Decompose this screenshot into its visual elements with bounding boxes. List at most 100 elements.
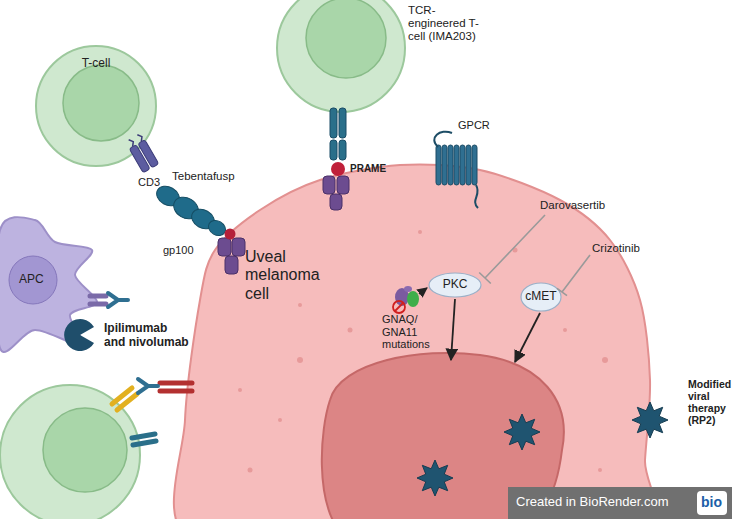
node-text: PKC (428, 272, 482, 298)
g-protein-subunit (404, 286, 412, 292)
engineered-t-cell: TCR-engineered T-cell (IMA203) (276, 0, 406, 113)
g-protein-subunit (407, 291, 419, 307)
cd3-chain (138, 140, 159, 168)
therapy-label: Modified viral therapy (RP2) (688, 378, 732, 426)
dot (298, 303, 302, 307)
tcr-chain (330, 140, 337, 160)
antibody-shape (108, 293, 128, 307)
engineered-tcr (330, 108, 346, 160)
antigen-presenting-cell: APC (0, 220, 95, 348)
mhc-complex (323, 176, 349, 210)
logo-box (697, 491, 727, 515)
mhc-domain (225, 256, 238, 274)
receptor-label: GPCR (458, 119, 498, 132)
gpcr-receptor (436, 145, 477, 185)
g-protein-subunit (395, 288, 409, 306)
mhc-domain (337, 176, 349, 194)
kinase-oval: PKC (428, 272, 482, 298)
helix (472, 145, 477, 185)
t-cell-nucleus (43, 408, 127, 492)
antigen-label: PRAME (350, 163, 400, 175)
tcr-chain (330, 108, 337, 138)
dot (602, 357, 608, 363)
mutation-symbol (393, 301, 405, 313)
antigen-label: gp100 (163, 244, 203, 257)
cd3-complex (125, 133, 159, 173)
dot (248, 468, 253, 473)
dot (418, 230, 422, 234)
dot (297, 357, 303, 363)
molecule-domain (170, 193, 203, 223)
antibody (108, 293, 128, 307)
helix (448, 145, 453, 185)
bispecific-molecule (153, 182, 228, 238)
cell-membrane (0, 217, 97, 352)
tcr-chain (339, 108, 346, 138)
dot (563, 328, 567, 332)
logo-text: bio (701, 494, 727, 510)
drug-label: Ipilimumab and nivolumab (104, 322, 190, 350)
mhc-domain (218, 238, 231, 256)
helix (466, 145, 471, 185)
helix (454, 145, 459, 185)
node-outline (276, 0, 406, 113)
peptide-antigen (225, 229, 236, 240)
t-cell-receptor (132, 434, 156, 445)
node-text: Uveal melanoma cell (245, 248, 330, 303)
gpcr-tail (434, 132, 452, 147)
dot (278, 418, 282, 422)
node-text: T-cell (35, 57, 157, 71)
mutation-label: GNAQ/ GNA11 mutations (382, 313, 442, 351)
cell-membrane (36, 46, 156, 166)
dot (598, 468, 602, 472)
tcr-chain (339, 140, 346, 160)
virus-particle (417, 460, 453, 496)
watermark-text: Created in BioRender.com (516, 495, 696, 510)
drug-label: Darovasertib (540, 199, 620, 212)
cell-membrane (174, 164, 658, 519)
checkpoint-receptor (112, 388, 137, 410)
drug-label: Crizotinib (592, 242, 662, 255)
cell-membrane (277, 0, 405, 112)
cell-nucleus (63, 65, 139, 141)
node-outline (0, 220, 95, 348)
peptide-antigen (331, 162, 345, 176)
t-cell: T-cell (35, 45, 157, 167)
molecule-domain (188, 205, 218, 233)
antibody-shape (138, 379, 158, 393)
blocking-antibody (64, 319, 94, 351)
node-text: APC (19, 273, 59, 287)
protein-oval (521, 283, 561, 311)
signal-arrow (515, 313, 540, 362)
molecule-domain (206, 217, 229, 238)
dot (238, 388, 242, 392)
signal-arrow (419, 288, 427, 294)
apc-receptor (90, 296, 106, 304)
cd3-chain (129, 145, 150, 173)
virus-particle (504, 414, 540, 450)
checkpoint-ligand (160, 383, 192, 391)
protein-oval (429, 273, 481, 297)
signal-arrow (451, 299, 455, 360)
cd3-tail (129, 133, 144, 146)
t-cell-body (0, 385, 140, 519)
dot (348, 328, 353, 333)
cell-nucleus (306, 0, 386, 78)
mhc-domain (232, 238, 245, 256)
receptor-oval: cMET (520, 282, 562, 312)
dot (513, 248, 518, 253)
inhibition-line (479, 215, 545, 284)
node-text: cMET (520, 282, 562, 312)
mutation-symbol (395, 303, 403, 311)
helix (436, 145, 441, 185)
mhc-domain (330, 194, 342, 210)
helix (460, 145, 465, 185)
watermark-box (508, 487, 732, 519)
drug-label: Tebentafusp (172, 170, 252, 183)
inhibition-line (557, 255, 590, 296)
mhc-domain (323, 176, 335, 194)
node-text: TCR-engineered T-cell (IMA203) (408, 4, 480, 44)
mhc-complex (218, 238, 245, 274)
